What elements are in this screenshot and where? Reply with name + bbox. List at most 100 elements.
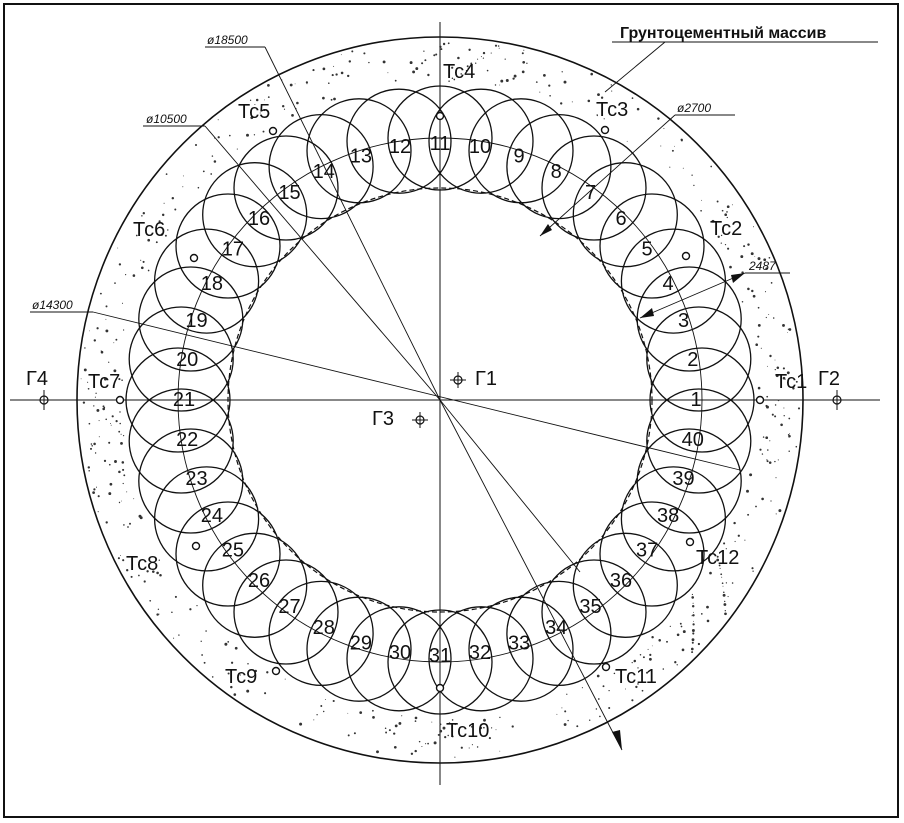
hatch-dot: [89, 330, 90, 332]
hatch-dot: [762, 436, 765, 438]
hatch-dot: [91, 445, 93, 447]
hatch-dot: [747, 243, 750, 246]
hatch-dot: [160, 233, 164, 236]
hatch-dot: [189, 608, 192, 611]
hatch-dot: [676, 664, 678, 666]
hatch-dot: [247, 662, 249, 665]
column-label-23: 23: [185, 468, 207, 490]
hatch-dot: [666, 640, 668, 643]
hatch-dot: [757, 306, 760, 309]
column-label-24: 24: [201, 505, 223, 527]
hatch-dot: [239, 674, 241, 676]
column-label-9: 9: [514, 146, 525, 168]
hatch-dot: [142, 212, 145, 215]
hatch-dot: [122, 329, 125, 331]
hatch-dot: [477, 58, 479, 60]
hatch-dot: [410, 752, 414, 755]
diameter-ray-lower: [439, 399, 623, 751]
hatch-dot: [691, 638, 695, 642]
hatch-dot: [437, 733, 440, 736]
hatch-dot: [451, 735, 454, 738]
point-tc12-marker: [685, 537, 695, 547]
hatch-dot: [539, 91, 541, 93]
hatch-dot: [387, 72, 389, 74]
hatch-dot: [674, 661, 677, 664]
hatch-dot: [322, 96, 325, 100]
column-32: [428, 606, 534, 712]
hatch-dot: [161, 213, 165, 217]
hatch-dot: [156, 571, 159, 575]
hatch-dot: [447, 734, 449, 737]
hatch-dot: [494, 44, 498, 47]
hatch-dot: [700, 613, 703, 615]
column-12: [346, 88, 452, 194]
hatch-dot: [331, 74, 334, 77]
column-21: [125, 347, 231, 453]
point-tc11-label: Тс11: [615, 666, 657, 688]
hatch-dot: [795, 380, 798, 383]
hatch-dot: [726, 205, 730, 209]
hatch-dot: [372, 716, 375, 719]
point-tc12: Тс12: [685, 537, 739, 569]
hatch-dot: [691, 629, 695, 632]
hatch-dot: [723, 591, 725, 593]
hatch-dot: [439, 45, 442, 49]
hatch-dot: [797, 407, 801, 410]
column-6: [572, 162, 678, 268]
hatch-dot: [777, 399, 780, 402]
hatch-dot: [729, 265, 732, 269]
hatch-dot: [567, 719, 569, 722]
hatch-dot: [442, 42, 446, 46]
hatch-dot: [140, 266, 144, 270]
column-34: [506, 580, 612, 687]
hatch-dot: [658, 639, 661, 642]
column-label-38: 38: [657, 505, 679, 527]
hatch-dot: [523, 49, 525, 51]
hatch-dot: [497, 45, 500, 47]
column-20: [128, 306, 234, 412]
hatch-dot: [495, 729, 497, 731]
point-tc4-label: Тс4: [443, 61, 475, 83]
hatch-dot: [146, 570, 149, 573]
hatch-dot: [788, 328, 792, 331]
column-label-5: 5: [642, 239, 653, 261]
hatch-dot: [747, 287, 750, 291]
point-tc4-marker: [435, 111, 445, 121]
hatch-dot: [412, 70, 416, 74]
hatch-dot: [210, 173, 213, 175]
hatch-dot: [201, 654, 203, 656]
hatch-dot: [234, 646, 238, 650]
hatch-dot: [423, 50, 425, 52]
hatch-dot: [482, 57, 485, 59]
hatch-dot: [692, 602, 694, 604]
hatch-dot: [123, 435, 125, 437]
point-tc2-label: Тс2: [710, 218, 742, 240]
hatch-dot: [486, 69, 489, 72]
hatch-dot: [118, 430, 121, 433]
column-15: [233, 135, 339, 241]
hatch-dot: [693, 620, 695, 622]
point-g1-label: Г1: [475, 368, 497, 390]
hatch-dot: [289, 83, 293, 87]
column-label-8: 8: [551, 161, 562, 183]
hatch-dot: [414, 716, 418, 720]
hatch-dot: [217, 136, 220, 139]
hatch-dot: [105, 521, 108, 524]
hatch-dot: [633, 659, 637, 663]
hatch-dot: [494, 84, 497, 86]
column-label-4: 4: [663, 273, 674, 295]
column-label-27: 27: [278, 596, 300, 618]
column-30: [346, 606, 452, 712]
point-tc7-marker: [115, 395, 125, 405]
outer-massif-boundary: [76, 36, 804, 764]
hatch-dot: [415, 67, 419, 71]
hatch-dot: [757, 324, 761, 327]
leader-d2700-ray: [539, 114, 676, 237]
hatch-dot: [421, 62, 424, 65]
hatch-dot: [97, 511, 99, 513]
hatch-dot: [126, 569, 129, 572]
hatch-dot: [651, 635, 654, 639]
hatch-dot: [737, 534, 740, 537]
